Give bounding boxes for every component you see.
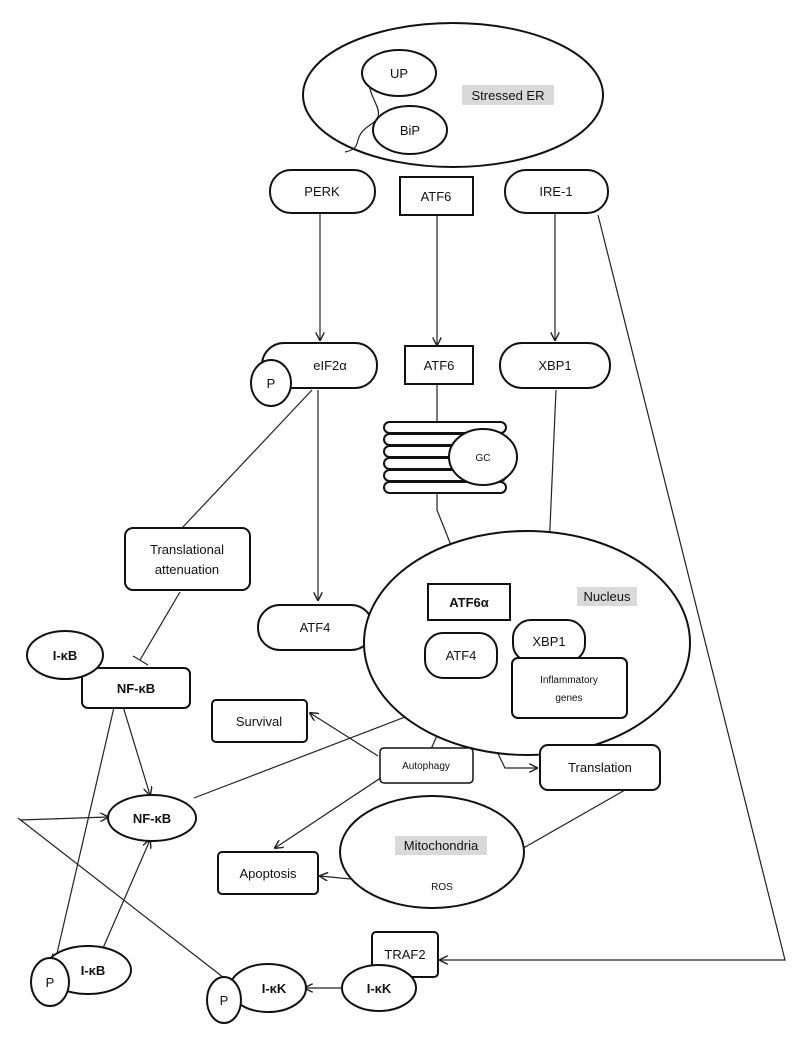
edge-autophagy-apoptosis: [275, 774, 386, 848]
gc-label: GC: [476, 453, 491, 464]
translational-attenuation-label-1: Translational: [150, 542, 224, 557]
p-eif2a-oval: [250, 359, 292, 407]
edge-ire1-traf2: [440, 214, 786, 960]
bip-label: BiP: [400, 123, 420, 138]
xbp1-nucleus-label: XBP1: [532, 634, 565, 649]
translational-attenuation-label-2: attenuation: [155, 562, 219, 577]
atf6-node-top: [399, 176, 474, 216]
edge-autophagy-survival: [310, 713, 379, 757]
edge-p-ikk-input: [17, 817, 238, 989]
atf6a-node: [427, 583, 511, 621]
atf6a-label: ATF6α: [449, 595, 489, 610]
autophagy-node: [379, 747, 474, 784]
translational-attenuation-node: [124, 527, 251, 591]
up-oval: [361, 49, 437, 97]
ikb-bottom-label: I-κB: [81, 963, 106, 978]
atf6-top-label: ATF6: [421, 189, 452, 204]
translation-label: Translation: [568, 760, 632, 775]
ikb-top-label: I-κB: [53, 648, 78, 663]
edge-translational-attenuation-inhibits-nfkb: [132, 591, 181, 666]
edge-nfkb-p-ikb: [55, 689, 119, 962]
p-eif2a-label: P: [267, 376, 276, 391]
edge-input-nfkb: [19, 817, 108, 820]
apoptosis-node: [217, 851, 319, 895]
translation-node: [539, 744, 661, 791]
ire1-label: IRE-1: [539, 184, 572, 199]
survival-label: Survival: [236, 714, 282, 729]
nucleus-tag-bg: [577, 587, 637, 606]
atf6-mid-label: ATF6: [424, 358, 455, 373]
p-ikb-oval: [30, 957, 70, 1007]
stressed-er-oval: [302, 22, 604, 168]
atf4-label: ATF4: [300, 620, 331, 635]
ros-label: ROS: [431, 882, 453, 893]
xbp1-node-top: [499, 342, 611, 389]
edge-p-ikb-nfkb-oval: [99, 840, 150, 956]
p-ikk-label: P: [220, 993, 229, 1008]
eif2a-label: eIF2α: [313, 358, 347, 373]
xbp1-top-label: XBP1: [538, 358, 571, 373]
p-ikk-oval: [206, 976, 242, 1024]
nfkb-oval-label: NF-κB: [133, 811, 171, 826]
edge-eif2a-translational-attenuation: [181, 389, 313, 529]
apoptosis-label: Apoptosis: [239, 866, 297, 881]
nfkb-oval: [107, 794, 197, 842]
inflammatory-genes-label-2: genes: [555, 693, 582, 704]
inflammatory-genes-node: [511, 657, 628, 719]
p-ikb-label: P: [46, 975, 55, 990]
atf4-nucleus-label: ATF4: [446, 648, 477, 663]
atf6-node-mid: [404, 345, 474, 385]
perk-label: PERK: [304, 184, 340, 199]
ikk-label: I-κK: [367, 981, 392, 996]
autophagy-label: Autophagy: [402, 761, 450, 772]
atf4-nucleus-node: [424, 632, 498, 679]
ikk-oval: [341, 964, 417, 1012]
stressed-er-label: Stressed ER: [472, 88, 545, 103]
ikb-top-oval: [26, 630, 104, 680]
nucleus-label: Nucleus: [584, 589, 631, 604]
mitochondria-tag-bg: [395, 836, 487, 855]
ire1-node: [504, 169, 609, 214]
nfkb-box-label: NF-κB: [117, 681, 155, 696]
gc-oval: [448, 428, 518, 486]
ikk-p-label: I-κK: [262, 981, 287, 996]
survival-node: [211, 699, 308, 743]
mitochondria-label: Mitochondria: [404, 838, 479, 853]
bip-oval: [372, 105, 448, 155]
inflammatory-genes-label-1: Inflammatory: [540, 675, 598, 686]
nfkb-box: [81, 667, 191, 709]
up-label: UP: [390, 66, 408, 81]
perk-node: [269, 169, 376, 214]
stressed-er-tag-bg: [462, 85, 554, 105]
traf2-label: TRAF2: [384, 947, 425, 962]
